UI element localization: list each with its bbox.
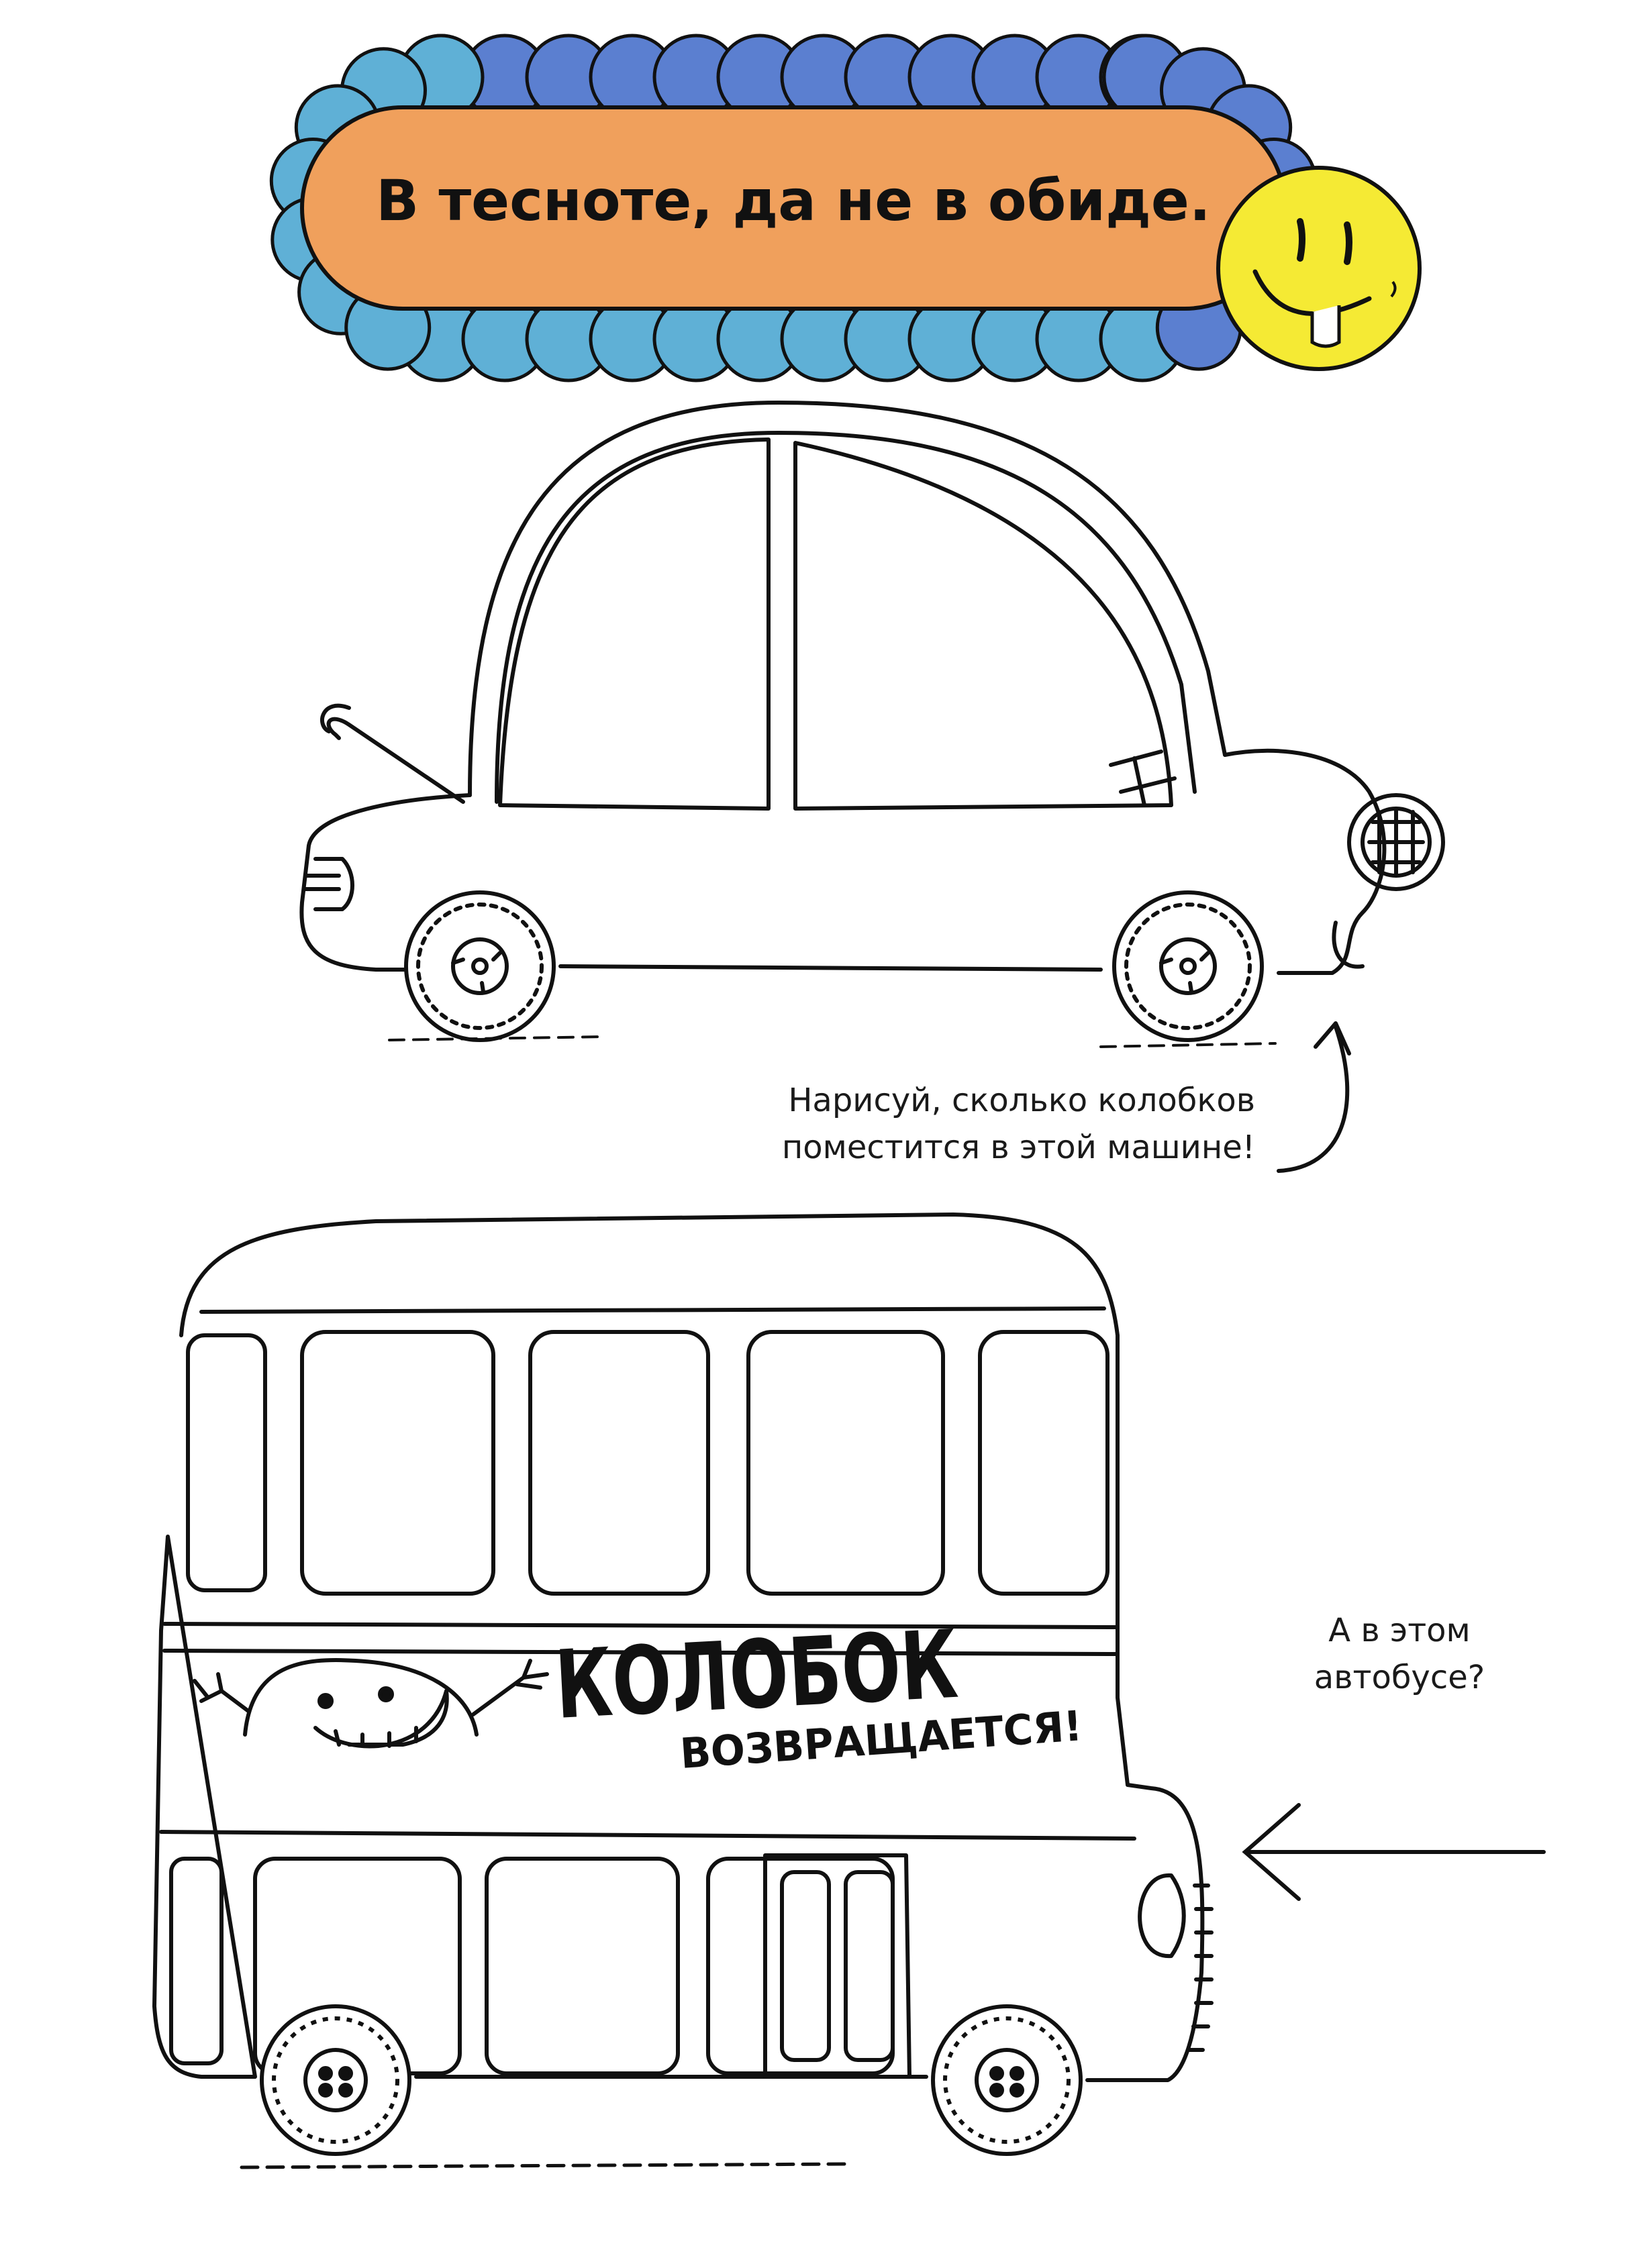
bus-headlight bbox=[1138, 1873, 1186, 1959]
car-body bbox=[299, 748, 1387, 975]
kolobok-character-icon bbox=[193, 1657, 549, 1749]
bus-middle-band bbox=[162, 1649, 1120, 1656]
bus-drawing bbox=[152, 1213, 1214, 2082]
bus-wheels bbox=[260, 2004, 1083, 2156]
bus-rear-wheel bbox=[260, 2004, 411, 2156]
left-arrow-icon bbox=[1242, 1803, 1546, 1901]
curved-arrow-icon bbox=[1277, 1021, 1351, 1173]
bus-lower-windows bbox=[169, 1857, 895, 2075]
car-front-window bbox=[793, 441, 1173, 811]
car-headlight bbox=[1347, 793, 1445, 891]
bus-roof-line bbox=[199, 1306, 1106, 1314]
steering-wheel bbox=[1109, 750, 1177, 807]
banner-title: В тесноте, да не в обиде. bbox=[376, 168, 1211, 234]
car-hood bbox=[320, 703, 465, 804]
car-cabin-inner bbox=[495, 431, 1197, 804]
bus-lower-band bbox=[159, 1830, 1136, 1841]
title-banner: В тесноте, да не в обиде. bbox=[269, 34, 1318, 382]
scalloped-border bbox=[269, 34, 1318, 382]
bus-grille bbox=[1186, 1884, 1214, 2052]
bus-body bbox=[152, 1213, 1205, 2082]
smiley-icon bbox=[1216, 166, 1422, 371]
bus-sign-line1: КОЛОБОК bbox=[552, 1610, 960, 1741]
car-caption-line1: Нарисуй, сколько колобков bbox=[788, 1082, 1255, 1119]
bus-upper-windows bbox=[186, 1330, 1109, 1596]
bus-ground-line bbox=[240, 2162, 848, 2169]
bus-caption-line2: автобусе? bbox=[1314, 1659, 1485, 1696]
car-drawing bbox=[299, 401, 1445, 1173]
car-ground-line bbox=[388, 1035, 1277, 1048]
bus-caption-line1: А в этом bbox=[1328, 1612, 1471, 1649]
bus-upper-band bbox=[162, 1622, 1120, 1629]
car-rear-wheel bbox=[404, 890, 556, 1042]
bus-caption: А в этом автобусе? bbox=[1292, 1607, 1507, 1701]
car-front-bumper bbox=[1332, 921, 1365, 969]
car-cabin bbox=[468, 401, 1227, 797]
bus-door bbox=[763, 1853, 911, 2079]
car-front-wheel bbox=[1112, 890, 1264, 1042]
car-caption: Нарисуй, сколько колобков поместится в э… bbox=[691, 1077, 1255, 1171]
car-caption-line2: поместится в этой машине! bbox=[781, 1129, 1255, 1166]
bus-front-wheel bbox=[931, 2004, 1083, 2156]
car-rear-window bbox=[498, 437, 771, 811]
bus-sign: КОЛОБОК ВОЗВРАЩАЕТСЯ! bbox=[552, 1610, 1083, 1778]
car-rear-bumper bbox=[303, 857, 354, 911]
